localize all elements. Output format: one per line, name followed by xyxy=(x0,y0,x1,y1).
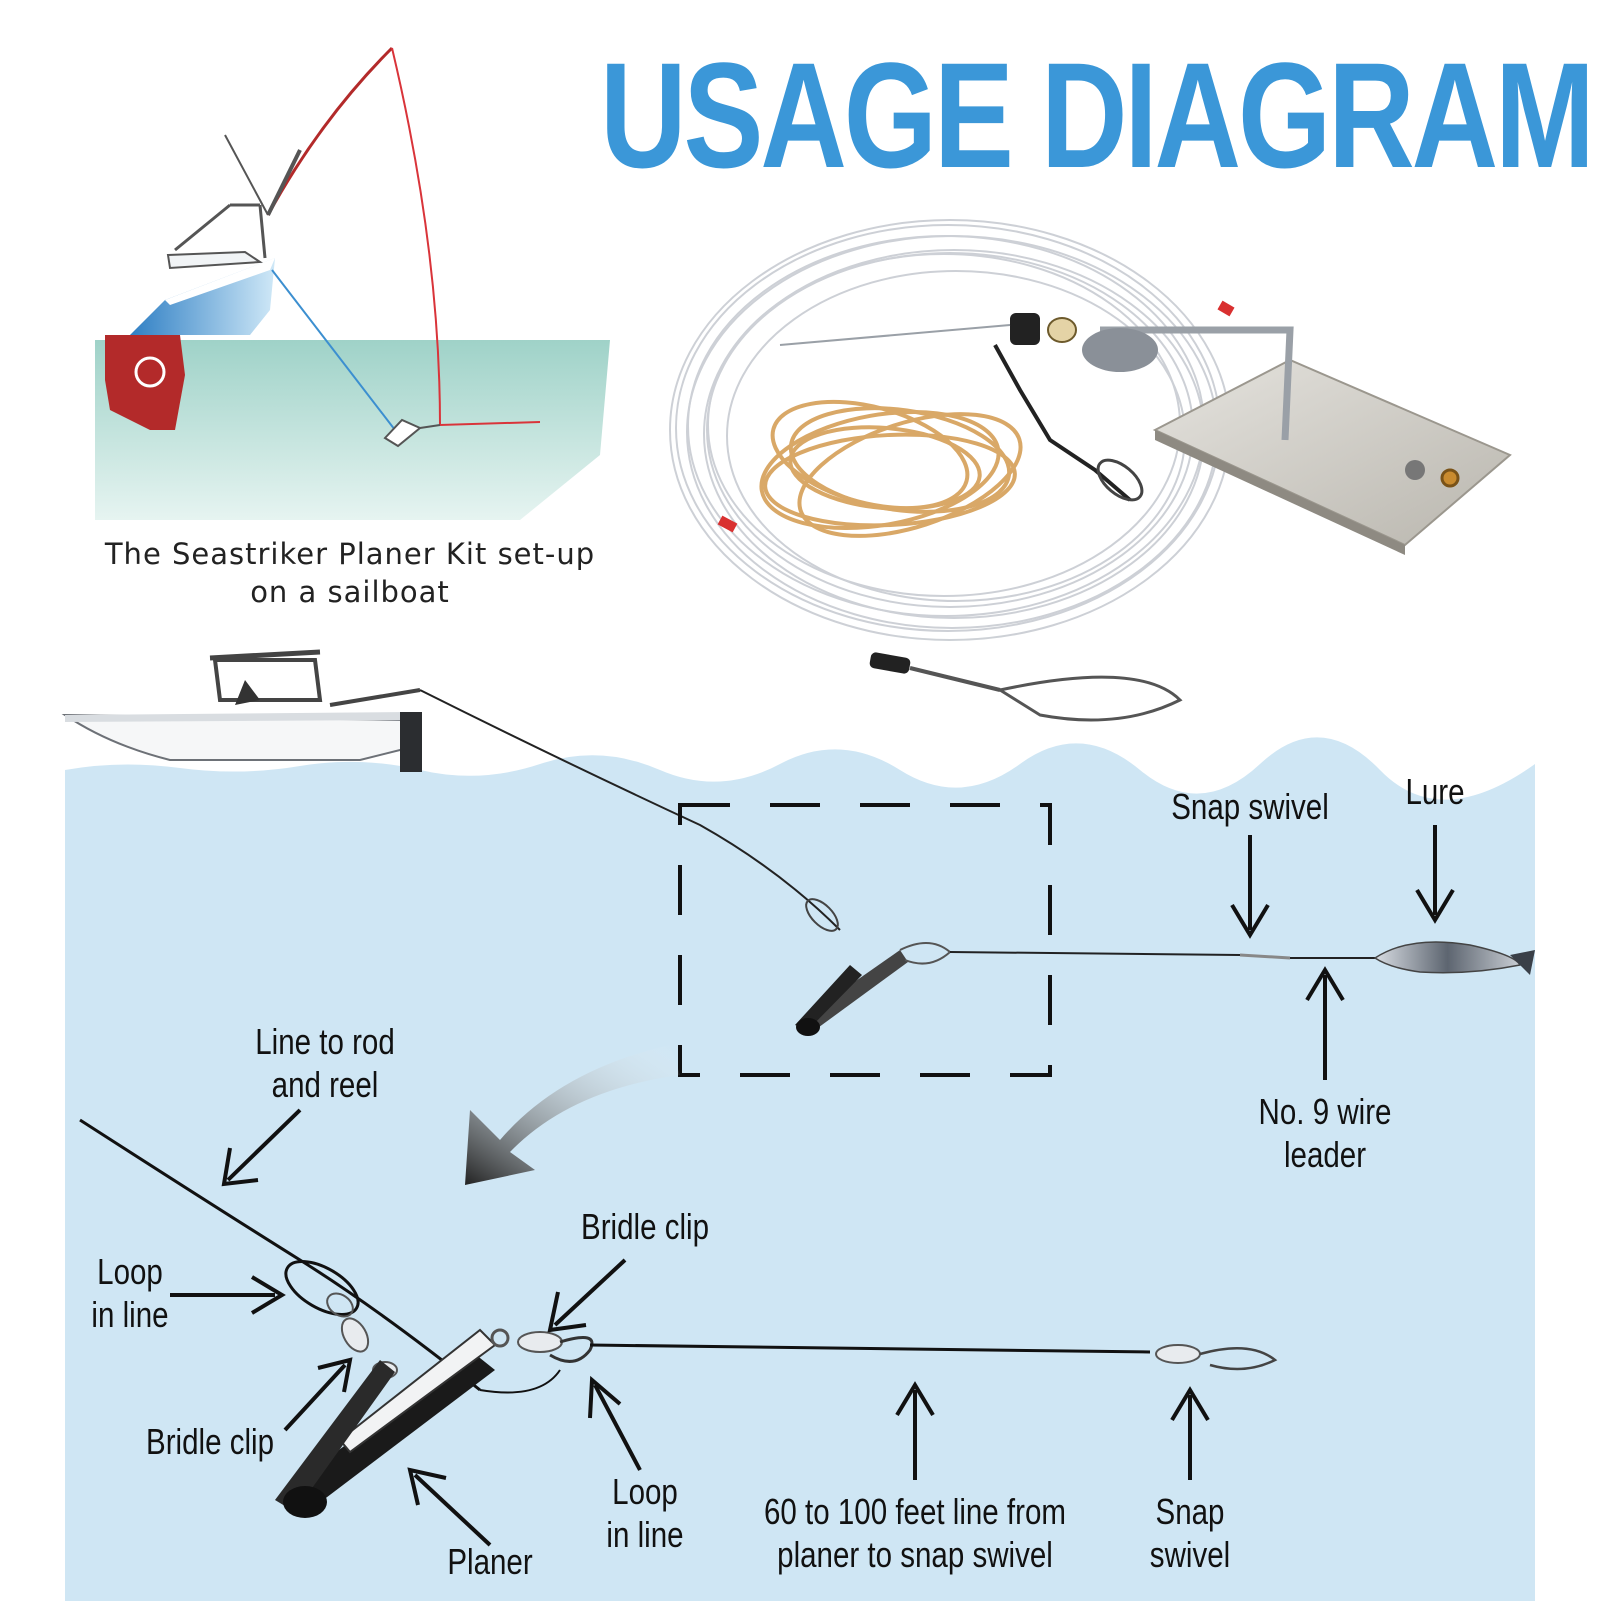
label-wire-leader: No. 9 wire leader xyxy=(1258,1091,1392,1175)
lower-rig xyxy=(79,1118,1278,1518)
label-lure: Lure xyxy=(1405,771,1465,812)
caption-line-2: on a sailboat xyxy=(250,575,450,609)
inset-rod xyxy=(266,46,394,216)
inset-caption: The Seastriker Planer Kit set-up on a sa… xyxy=(70,535,630,611)
upper-rig xyxy=(419,689,1535,1077)
inset-keel xyxy=(105,335,185,430)
zoom-box xyxy=(678,803,1052,1077)
line-to-planer xyxy=(419,689,841,931)
loop-in-line xyxy=(284,1260,360,1316)
motorboat-hull xyxy=(61,713,422,761)
label-snap-swivel-top: Snap swivel xyxy=(1171,786,1329,827)
zoom-arrow xyxy=(465,1045,680,1185)
caption-line-1: The Seastriker Planer Kit set-up xyxy=(104,537,596,571)
inset-water xyxy=(95,340,610,520)
line-to-rod xyxy=(79,1118,481,1392)
label-line-to-rod: Line to rod and reel xyxy=(255,1021,395,1105)
diagram-title: USAGE DIAGRAM xyxy=(600,31,1595,199)
motorboat xyxy=(61,649,422,772)
planer-kit-photo xyxy=(669,219,1512,722)
label-bridle-clip-upper: Bridle clip xyxy=(581,1206,709,1247)
label-bridle-clip-lower: Bridle clip xyxy=(146,1421,274,1462)
planer xyxy=(280,1350,495,1510)
sailboat-inset xyxy=(95,46,610,520)
label-line-length: 60 to 100 feet line from planer to snap … xyxy=(764,1491,1066,1575)
inset-red-line xyxy=(391,47,541,427)
label-loop-in-line-left: Loop in line xyxy=(91,1251,169,1335)
label-planer: Planer xyxy=(447,1541,533,1582)
callout-arrows xyxy=(170,825,1455,1547)
label-snap-swivel-bottom: Snap swivel xyxy=(1149,1491,1231,1575)
label-loop-in-line-bottom: Loop in line xyxy=(606,1471,684,1555)
